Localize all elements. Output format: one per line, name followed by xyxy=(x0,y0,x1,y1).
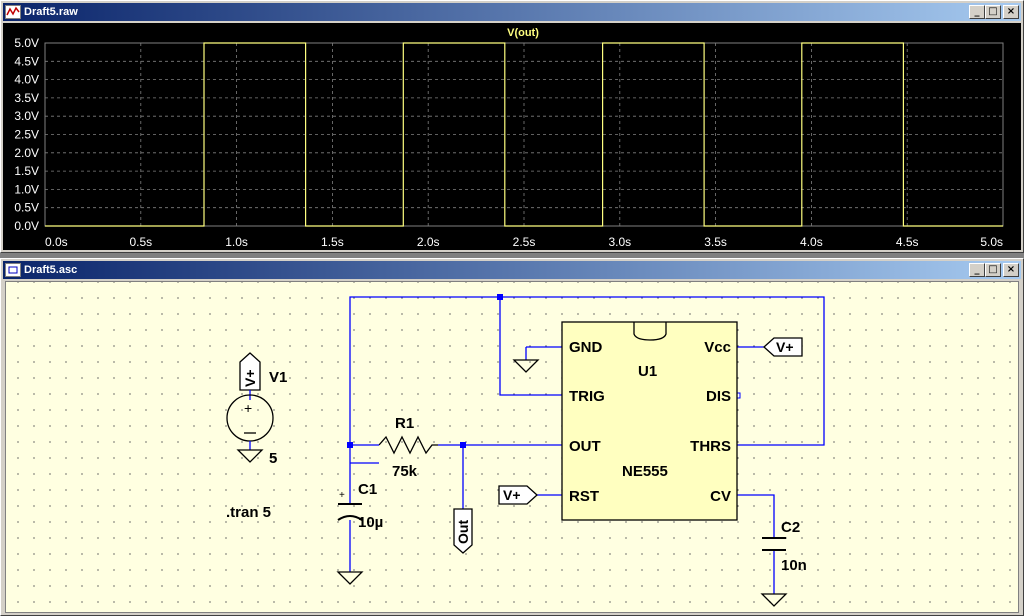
v1-label[interactable]: V1 xyxy=(269,369,287,386)
x-tick-label: 2.5s xyxy=(513,235,536,249)
y-tick-label: 1.5V xyxy=(14,164,39,178)
minimize-button[interactable]: _ xyxy=(969,263,985,277)
net-flag-vplus[interactable] xyxy=(498,485,538,505)
x-tick-label: 4.0s xyxy=(800,235,823,249)
net-flag-vplus[interactable] xyxy=(763,337,803,357)
series-line-vout xyxy=(45,42,1003,227)
wire-cv[interactable] xyxy=(737,494,775,538)
pin-dis-label: DIS xyxy=(706,388,731,405)
ic-notch-icon xyxy=(633,322,667,341)
r1-label[interactable]: R1 xyxy=(395,415,414,432)
maximize-button[interactable]: □ xyxy=(985,263,1001,277)
plot-traces xyxy=(45,42,1003,227)
pin-trig-label: TRIG xyxy=(569,388,605,405)
plot-ticks: 0.0s 0.5s 1.0s 1.5s 2.0s 2.5s 3.0s 3.5s 4.0s 4.5s… xyxy=(14,36,1003,249)
schematic-drawing[interactable]: R1 75k + C1 10µ C2 10n xyxy=(6,282,1020,614)
y-tick-label: 1.0V xyxy=(14,182,39,196)
y-tick-label: 3.0V xyxy=(14,109,39,123)
waveform-app-icon xyxy=(5,5,21,19)
pin-thrs-label: THRS xyxy=(690,438,731,455)
u1-ic-body[interactable] xyxy=(561,321,738,521)
c2-capacitor-symbol[interactable] xyxy=(762,537,786,551)
close-button[interactable]: × xyxy=(1003,263,1019,277)
wires[interactable] xyxy=(349,296,825,594)
minimize-button[interactable]: _ xyxy=(969,5,985,19)
pin-rst-label: RST xyxy=(569,488,599,505)
schematic-app-icon xyxy=(5,263,21,277)
net-flag-vplus[interactable] xyxy=(239,352,261,391)
schematic-window-title: Draft5.asc xyxy=(24,264,78,276)
net-flag-vplus-label: V+ xyxy=(776,339,794,355)
v1-value[interactable]: 5 xyxy=(269,450,277,467)
svg-text:+: + xyxy=(339,490,345,501)
close-button[interactable]: × xyxy=(1003,5,1019,19)
y-tick-label: 2.0V xyxy=(14,146,39,160)
y-tick-label: 4.5V xyxy=(14,54,39,68)
pin-vcc-label: Vcc xyxy=(704,339,731,356)
x-tick-label: 0.0s xyxy=(45,235,68,249)
spice-directive[interactable]: .tran 5 xyxy=(226,504,271,521)
schematic-titlebar[interactable]: Draft5.asc _ □ × xyxy=(3,261,1021,279)
waveform-window: Draft5.raw _ □ × 0.0s 0.5s 1.0s 1.5s 2.0s 2.5… xyxy=(0,0,1024,253)
r1-value[interactable]: 75k xyxy=(392,463,418,480)
waveform-window-title: Draft5.raw xyxy=(24,6,78,18)
c1-label[interactable]: C1 xyxy=(358,481,377,498)
net-flag-vplus-label: V+ xyxy=(503,487,521,503)
y-tick-label: 5.0V xyxy=(14,36,39,50)
waveform-plot[interactable]: 0.0s 0.5s 1.0s 1.5s 2.0s 2.5s 3.0s 3.5s 4.0s 4.5s… xyxy=(3,23,1023,252)
ground-icon xyxy=(512,359,540,373)
y-tick-label: 2.5V xyxy=(14,128,39,142)
plot-grid xyxy=(44,42,1004,227)
c2-label[interactable]: C2 xyxy=(781,519,800,536)
plus-sign-icon: + xyxy=(244,400,252,416)
pin-cv-label: CV xyxy=(710,488,731,505)
r1-resistor-symbol[interactable] xyxy=(378,435,438,455)
y-tick-label: 0.5V xyxy=(14,201,39,215)
pin-out-label: OUT xyxy=(569,438,601,455)
pin-gnd-label: GND xyxy=(569,339,603,356)
x-tick-label: 1.0s xyxy=(225,235,248,249)
schematic-window: Draft5.asc _ □ × xyxy=(0,258,1024,616)
u1-label[interactable]: U1 xyxy=(638,363,657,380)
net-flag-out-label: Out xyxy=(455,520,471,544)
y-tick-label: 0.0V xyxy=(14,219,39,233)
u1-model[interactable]: NE555 xyxy=(622,463,668,480)
trace-label-vout[interactable]: V(out) xyxy=(507,27,539,39)
x-tick-label: 1.5s xyxy=(321,235,344,249)
c1-capacitor-symbol[interactable]: + xyxy=(337,490,363,521)
waveform-plot-pane[interactable]: 0.0s 0.5s 1.0s 1.5s 2.0s 2.5s 3.0s 3.5s 4.0s 4.5s… xyxy=(3,23,1021,250)
wire-threshold-loop[interactable] xyxy=(349,296,825,463)
x-tick-label: 3.5s xyxy=(704,235,727,249)
net-flag-vplus-label: V+ xyxy=(242,369,258,387)
ground-icon xyxy=(760,593,788,607)
schematic-canvas[interactable]: R1 75k + C1 10µ C2 10n xyxy=(5,281,1019,613)
net-flag-out[interactable] xyxy=(453,508,473,554)
x-tick-label: 4.5s xyxy=(896,235,919,249)
ground-icon xyxy=(236,449,264,463)
x-tick-label: 3.0s xyxy=(608,235,631,249)
ground-icon xyxy=(336,571,364,585)
x-tick-label: 5.0s xyxy=(980,235,1003,249)
c2-value[interactable]: 10n xyxy=(781,557,807,574)
wire-trig[interactable] xyxy=(499,297,562,396)
x-tick-label: 0.5s xyxy=(129,235,152,249)
y-tick-label: 4.0V xyxy=(14,73,39,87)
junction-dot xyxy=(497,294,503,300)
c1-value[interactable]: 10µ xyxy=(358,514,383,531)
x-tick-label: 2.0s xyxy=(417,235,440,249)
junction-dot xyxy=(460,442,466,448)
waveform-titlebar[interactable]: Draft5.raw _ □ × xyxy=(3,3,1021,21)
maximize-button[interactable]: □ xyxy=(985,5,1001,19)
y-tick-label: 3.5V xyxy=(14,91,39,105)
